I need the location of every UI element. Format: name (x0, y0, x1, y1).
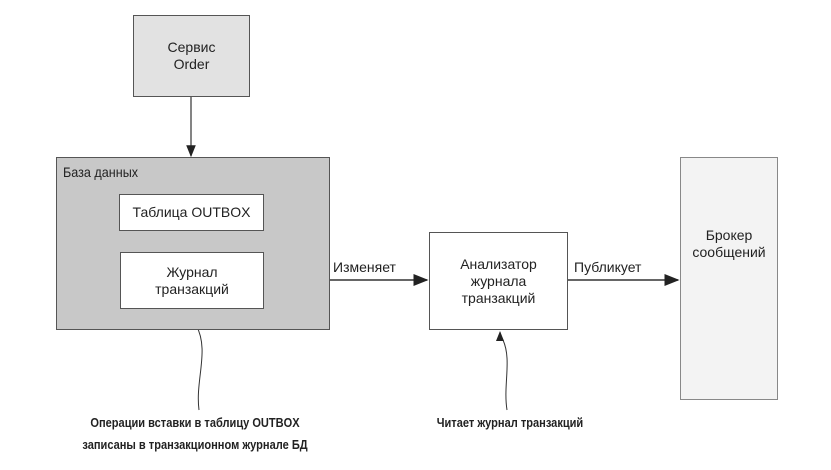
insert-ops-line2: записаны в транзакционном журнале БД (82, 437, 308, 452)
annotation-pointer-reads (496, 331, 508, 411)
log-analyzer-label: Анализатор журнала транзакций (460, 255, 537, 306)
order-service-label: Сервис Order (167, 39, 216, 72)
reads-log-annotation: Читает журнал транзакций (436, 415, 584, 430)
outbox-table-label: Таблица OUTBOX (132, 204, 251, 220)
transaction-log-label: Журнал транзакций (155, 263, 229, 297)
transaction-log-box: Журнал транзакций (120, 252, 264, 309)
order-service-box: Сервис Order (133, 15, 250, 97)
message-broker-box: Брокер сообщений (680, 157, 778, 400)
insert-ops-annotation: Операции вставки в таблицу OUTBOX записа… (63, 412, 327, 456)
insert-ops-line1: Операции вставки в таблицу OUTBOX (90, 415, 300, 430)
database-label: База данных (63, 164, 139, 180)
message-broker-label: Брокер сообщений (692, 226, 766, 260)
publishes-label: Публикует (574, 259, 642, 275)
modifies-label: Изменяет (333, 259, 396, 275)
log-analyzer-box: Анализатор журнала транзакций (429, 232, 568, 330)
outbox-table-box: Таблица OUTBOX (119, 194, 264, 231)
